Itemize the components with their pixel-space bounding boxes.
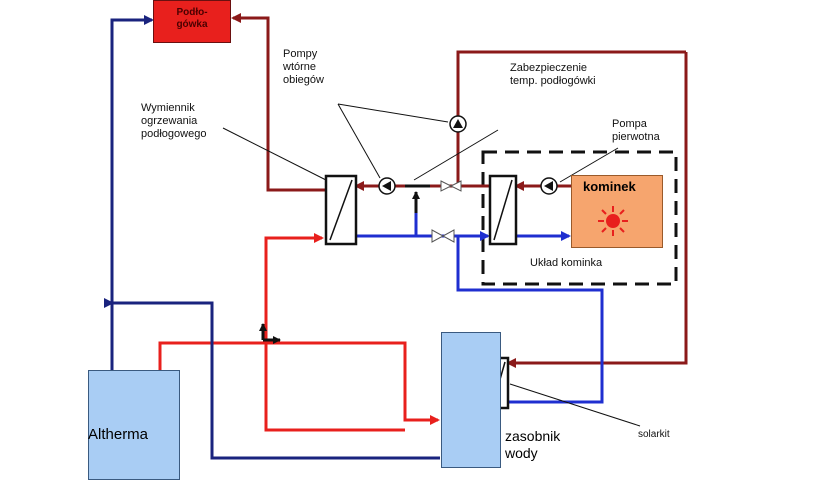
tank-to-exchanger-red-line <box>264 233 405 432</box>
altherma-to-floor-line <box>110 15 154 370</box>
heat-exchanger-icon <box>324 174 358 246</box>
pump-icon[interactable] <box>449 115 467 133</box>
protection-top-line <box>456 50 686 186</box>
altherma-red-line <box>158 341 440 425</box>
altherma-navy-return <box>104 298 440 460</box>
fireplace-system-label: Układ kominka <box>530 257 603 269</box>
fireplace-label: kominek <box>583 179 636 194</box>
floor-exchanger-label: Wymiennik ogrzewania podłogowego <box>141 102 207 140</box>
three-way-valve-icon[interactable] <box>431 229 455 243</box>
heat-pump-label: Altherma <box>88 426 149 443</box>
protection-loop-line <box>506 52 688 368</box>
exchanger1-cold-line <box>356 210 418 238</box>
storage-tank-label: zasobnik wody <box>505 428 561 461</box>
floor-temp-protection-label: Zabezpieczenie temp. podłogówki <box>510 62 596 87</box>
floor-heating-box: Podło- gówka <box>153 0 231 43</box>
storage-tank-box <box>441 332 501 468</box>
solarkit-label: solarkit <box>638 429 670 440</box>
heat-pump-box <box>88 370 180 480</box>
flame-sun-icon <box>598 206 628 236</box>
pump-icon[interactable] <box>540 177 558 195</box>
secondary-pumps-label: Pompy wtórne obiegów <box>283 48 324 86</box>
floor-return-line <box>231 13 326 192</box>
label-leader-lines <box>222 103 641 427</box>
three-way-valve-icon[interactable] <box>440 180 462 192</box>
fireplace-box <box>571 175 663 248</box>
fireplace-system-boundary <box>481 150 678 286</box>
pump-icon[interactable] <box>378 177 396 195</box>
tank-solar-blue-line <box>456 236 604 404</box>
heat-exchanger-icon <box>488 174 518 246</box>
primary-pump-label: Pompa pierwotna <box>612 118 660 143</box>
